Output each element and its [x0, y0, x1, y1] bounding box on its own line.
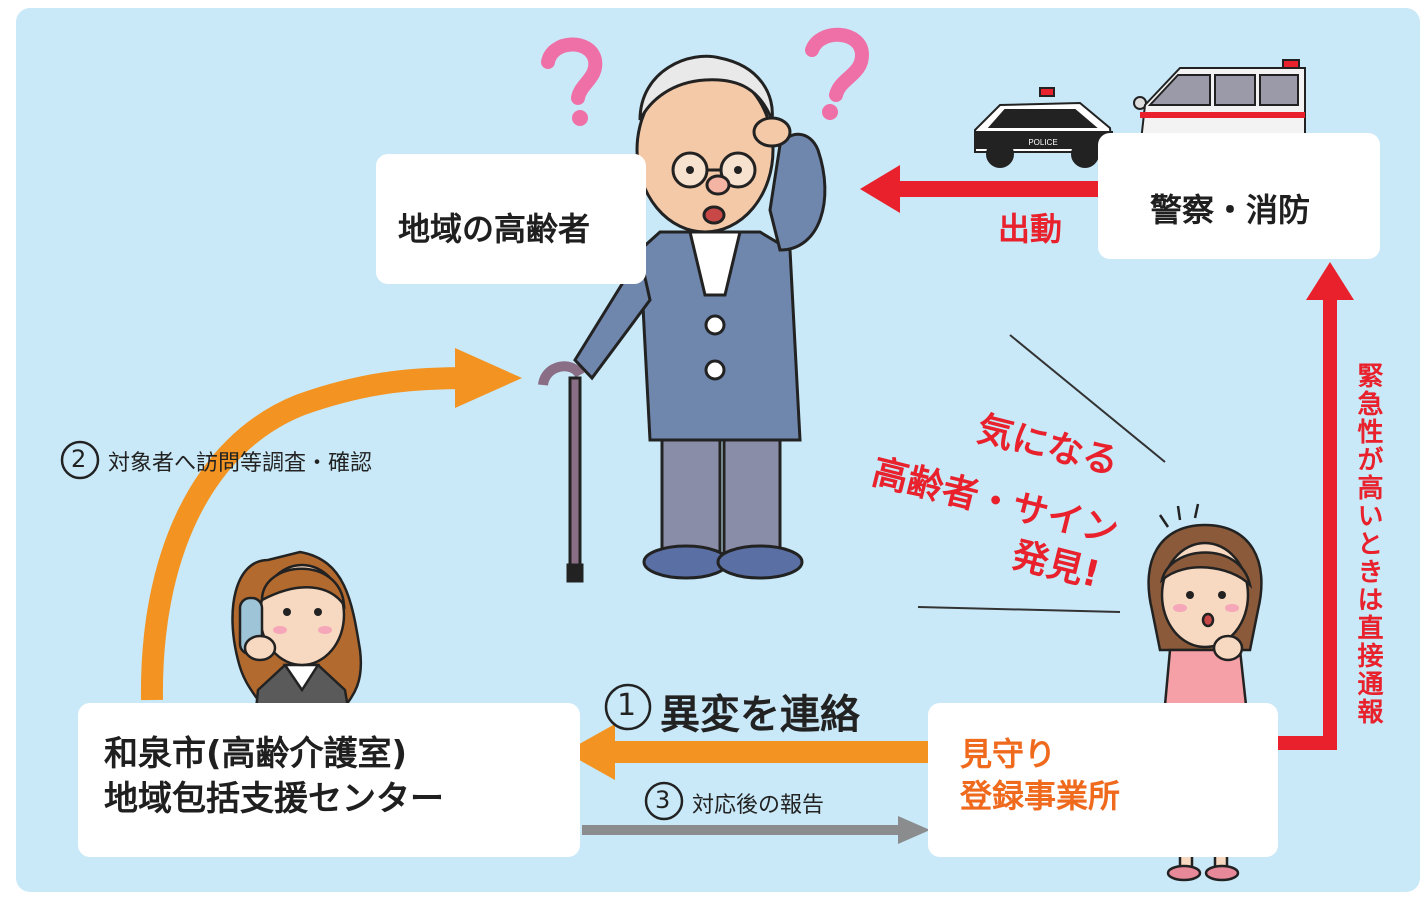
- police-car-text: POLICE: [1028, 138, 1057, 147]
- node-city-center: [78, 703, 580, 857]
- node-police-fire-label: 警察・消防: [1150, 191, 1311, 229]
- arrow-dispatch-head: [860, 165, 900, 213]
- question-mark-icon: [541, 37, 603, 126]
- arrow-urgent-shaft: [1323, 290, 1337, 750]
- node-city-center-label: 和泉市(高齢介護室) 地域包括支援センター: [104, 734, 444, 819]
- emphasis-line: [1009, 334, 1166, 463]
- step3-number-circle: [644, 781, 684, 821]
- arrow-urgent-head: [1306, 262, 1354, 300]
- arrow-step3-shaft: [582, 825, 900, 835]
- arrow-urgent-foot: [1275, 736, 1337, 750]
- node-elderly: [376, 154, 646, 284]
- arrow-step2-orange: [140, 367, 471, 701]
- police-car-illustration: POLICE: [974, 87, 1114, 168]
- emphasis-line: [917, 606, 1121, 613]
- node-elderly-label: 地域の高齢者: [398, 210, 591, 248]
- step3-number: 3: [655, 786, 671, 814]
- step1-number-circle: [604, 683, 652, 731]
- node-watch-office-label: 見守り 登録事業所: [960, 735, 1121, 816]
- step2-number-circle: [60, 440, 100, 480]
- arrow-step1-shaft: [610, 741, 930, 763]
- arrow-step1-head: [565, 724, 615, 780]
- staff-woman-illustration: [231, 550, 363, 722]
- arrow-step3-head: [898, 816, 930, 844]
- step1-number: 1: [617, 688, 637, 723]
- step2-label: 対象者へ訪問等調査・確認: [108, 451, 373, 476]
- question-mark-icon: [805, 27, 870, 120]
- node-police-fire: [1098, 133, 1380, 259]
- arrow-dispatch-shaft: [890, 181, 1104, 197]
- dispatch-label: 出動: [998, 210, 1063, 248]
- step2-number: 2: [71, 445, 87, 473]
- step3-label: 対応後の報告: [692, 793, 825, 818]
- node-watch-office: [928, 703, 1278, 857]
- urgent-label: 緊急性が高いときは直接通報: [1353, 362, 1383, 726]
- arrow-step2-head: [455, 348, 522, 408]
- elderly-man-illustration: [538, 54, 827, 583]
- step1-label: 異変を連絡: [660, 692, 860, 738]
